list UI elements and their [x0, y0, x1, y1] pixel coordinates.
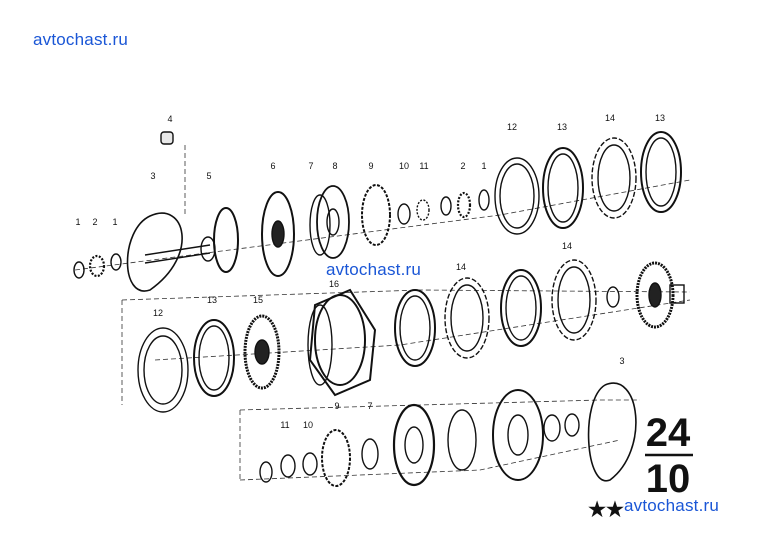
label-5: 5	[206, 171, 211, 181]
label-10: 10	[399, 161, 409, 171]
row2-parts	[137, 259, 685, 413]
row3-parts	[259, 382, 637, 487]
label-6: 6	[270, 161, 275, 171]
label-3b: 3	[619, 356, 624, 366]
label-2b: 2	[92, 217, 97, 227]
label-1b: 1	[75, 217, 80, 227]
label-3: 3	[150, 171, 155, 181]
label-16: 16	[329, 279, 339, 289]
label-4: 4	[167, 114, 172, 124]
label-10b: 10	[303, 420, 313, 430]
label-8: 8	[332, 161, 337, 171]
watermark-bottom: avtochast.ru	[624, 496, 720, 515]
row3-labels: 11 10 9 7 3	[280, 356, 624, 430]
group-number-bottom: 10	[646, 457, 691, 501]
label-15: 15	[253, 295, 263, 305]
label-9: 9	[368, 161, 373, 171]
group-number-top: 24	[646, 411, 691, 455]
label-7b: 7	[367, 401, 372, 411]
label-12: 12	[507, 122, 517, 132]
row2-labels: 12 13 15 16 14 14	[153, 241, 572, 318]
row1-labels: 4 3 5 6 7 8 9 10 11 2 1 12 13 14 13 1 2 …	[75, 113, 665, 227]
watermark-middle: avtochast.ru	[326, 260, 422, 279]
label-1c: 1	[112, 217, 117, 227]
label-13a: 13	[557, 122, 567, 132]
watermark-top: avtochast.ru	[33, 30, 129, 49]
label-1a: 1	[481, 161, 486, 171]
group-number: 24 10 ★★	[588, 411, 693, 521]
label-9b: 9	[334, 401, 339, 411]
label-2a: 2	[460, 161, 465, 171]
guide-lines	[74, 145, 691, 481]
label-14a: 14	[605, 113, 615, 123]
label-13c: 13	[207, 295, 217, 305]
label-14c: 14	[562, 241, 572, 251]
label-14b: 14	[456, 262, 466, 272]
label-7: 7	[308, 161, 313, 171]
group-stars: ★★	[588, 499, 624, 521]
label-12b: 12	[153, 308, 163, 318]
label-11b: 11	[280, 420, 289, 430]
label-13b: 13	[655, 113, 665, 123]
row1-parts	[73, 131, 682, 292]
label-11: 11	[419, 161, 428, 171]
